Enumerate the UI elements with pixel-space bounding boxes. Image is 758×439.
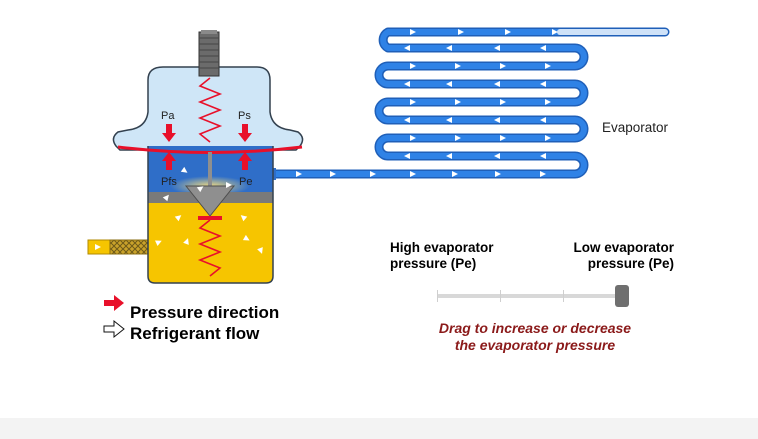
stage: Pa Ps Pfs Pe Evaporator Pressure directi…: [0, 0, 758, 418]
inlet-pipe: [87, 239, 151, 255]
high-pressure-label-line1: High evaporator: [390, 240, 494, 255]
evaporator-coil: [269, 27, 670, 179]
slider-tick: [563, 290, 564, 302]
high-pressure-label: High evaporator pressure (Pe): [390, 240, 494, 272]
pressure-slider-thumb[interactable]: [615, 285, 629, 307]
slider-instruction: Drag to increase or decrease the evapora…: [438, 320, 632, 353]
slider-tick: [500, 290, 501, 302]
legend-refrigerant-flow: Refrigerant flow: [130, 324, 260, 343]
label-ps: Ps: [238, 110, 251, 122]
pressure-arrows: [162, 124, 252, 170]
legend: Pressure direction Refrigerant flow: [103, 295, 279, 343]
label-evaporator: Evaporator: [602, 120, 669, 135]
label-pa: Pa: [161, 110, 175, 122]
valve-flow-arrows: [155, 166, 263, 254]
low-pressure-label-line2: pressure (Pe): [587, 256, 674, 271]
low-pressure-label-line1: Low evaporator: [573, 240, 674, 255]
pressure-slider-track[interactable]: [437, 294, 623, 298]
bottom-strip: [0, 418, 758, 439]
label-pfs: Pfs: [161, 176, 177, 188]
label-pe: Pe: [239, 176, 252, 188]
high-pressure-label-line2: pressure (Pe): [390, 256, 477, 271]
expansion-valve-diagram: Pa Ps Pfs Pe Evaporator Pressure directi…: [87, 27, 670, 343]
low-pressure-label: Low evaporator pressure (Pe): [540, 240, 674, 272]
legend-pressure-direction: Pressure direction: [130, 303, 279, 322]
pressure-direction-legend-icon: [104, 295, 124, 311]
slider-tick: [437, 290, 438, 302]
refrigerant-flow-legend-icon: [103, 319, 125, 339]
